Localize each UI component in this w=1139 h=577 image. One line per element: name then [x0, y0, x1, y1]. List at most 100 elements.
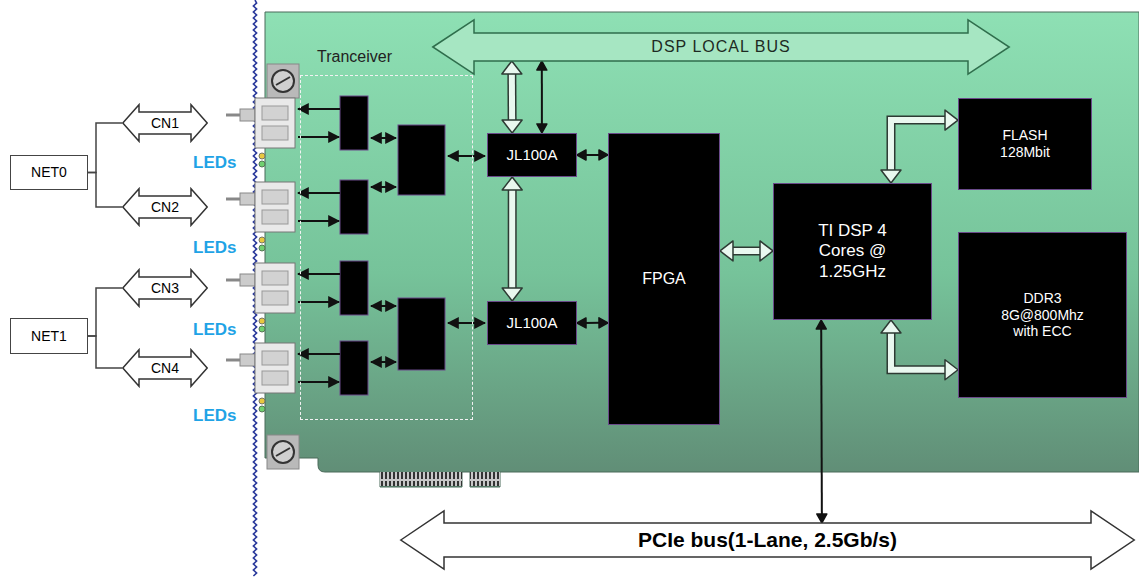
pcb-card [265, 12, 1139, 487]
node-text: CN4 [151, 360, 179, 377]
rj45-jack [255, 98, 295, 148]
connector [502, 177, 522, 301]
node-text: DSP LOCAL BUS [651, 37, 790, 56]
rj45-jack [262, 190, 288, 204]
node-text: JL100A [507, 314, 558, 332]
led [259, 153, 265, 159]
connector [88, 288, 122, 336]
connector-line [585, 154, 600, 156]
cable-plug [240, 354, 255, 366]
drawing-rect [340, 341, 368, 395]
rj45-jack [262, 210, 288, 224]
drawing-line [298, 192, 340, 194]
rj45-jack [262, 351, 288, 365]
connector [88, 173, 122, 208]
node-text: Tranceiver [317, 47, 392, 66]
connector-line [732, 246, 761, 255]
led-label: LEDs [193, 320, 236, 340]
led [259, 237, 265, 243]
arrow-head [537, 124, 547, 133]
drawing-line [371, 361, 396, 363]
connector-line [891, 120, 946, 171]
connector [577, 318, 608, 328]
node-text: CN2 [151, 199, 179, 216]
arrow-outline [433, 20, 1009, 74]
drawing-line [298, 381, 339, 383]
node-text: NET1 [31, 328, 67, 345]
arrow-outline [123, 105, 207, 141]
port-arrow: CN1 [122, 112, 208, 134]
edge-fingers [380, 472, 462, 486]
rj45-jack [262, 106, 288, 120]
arrow-head [502, 288, 522, 301]
drawing-circle [272, 441, 294, 463]
node-text: CN3 [151, 280, 179, 297]
connector [881, 110, 958, 183]
drawing-rect [398, 298, 445, 370]
arrow-head [599, 318, 608, 328]
drawing-line [298, 108, 340, 110]
network-box: NET1 [10, 318, 88, 354]
arrow-head [577, 318, 586, 328]
drawing-line [371, 305, 396, 307]
node-text: CN1 [151, 115, 179, 132]
drawing-line [298, 220, 339, 222]
connector [881, 320, 958, 380]
drawing-line [371, 137, 396, 139]
led-label: LEDs [193, 238, 236, 258]
flash-chip: FLASH 128Mbit [958, 98, 1092, 190]
arrow-head [502, 61, 522, 74]
led [259, 245, 265, 251]
phy-chip: JL100A [487, 133, 577, 177]
chip-links [298, 109, 485, 382]
connector [577, 150, 608, 160]
arrow-head [817, 514, 827, 523]
transceiver-chips [340, 96, 445, 395]
connector-line [508, 189, 517, 289]
drawing-line [298, 353, 340, 355]
rj45-jack [262, 126, 288, 140]
led [259, 398, 265, 404]
arrow-head [945, 360, 958, 380]
led [259, 161, 265, 167]
connector [88, 336, 122, 368]
rj45-jack [255, 343, 295, 393]
connector-line [88, 173, 122, 208]
pcie-bus: PCIe bus(1-Lane, 2.5Gb/s) [400, 523, 1135, 557]
drawing-rect [340, 261, 368, 315]
fpga-chip: FPGA [608, 133, 720, 425]
led [259, 326, 265, 332]
drawing-line [276, 77, 290, 85]
local-bus: DSP LOCAL BUS [432, 33, 1010, 61]
drawing-circle [272, 70, 294, 92]
drawing-line [298, 136, 339, 138]
arrow-head [502, 120, 522, 133]
node-text: DDR3 8G@800Mhz with ECC [997, 290, 1088, 340]
edge-fingers [470, 472, 500, 486]
connector-line [88, 123, 122, 173]
arrow-outline [123, 189, 207, 225]
cable-plug [240, 274, 255, 286]
connector-line [820, 328, 823, 515]
port-arrow: CN4 [122, 357, 208, 379]
port-arrow: CN3 [122, 277, 208, 299]
led [259, 406, 265, 412]
connector-line [585, 322, 600, 324]
connector [502, 61, 522, 133]
arrow-head [599, 150, 608, 160]
rj45-jack [255, 263, 295, 313]
network-box: NET0 [10, 155, 88, 190]
drawing-rect [340, 96, 368, 150]
arrow-outline [123, 350, 207, 386]
connector [720, 241, 773, 261]
transceiver-group: Tranceiver [300, 75, 473, 420]
arrow-head [720, 241, 733, 261]
drawing-line [448, 155, 485, 157]
led-label: LEDs [193, 153, 236, 173]
arrow-outline [123, 270, 207, 306]
drawing-line [371, 186, 396, 188]
node-text: FPGA [642, 269, 686, 288]
arrow-head [945, 110, 958, 130]
connector-line [509, 189, 515, 289]
